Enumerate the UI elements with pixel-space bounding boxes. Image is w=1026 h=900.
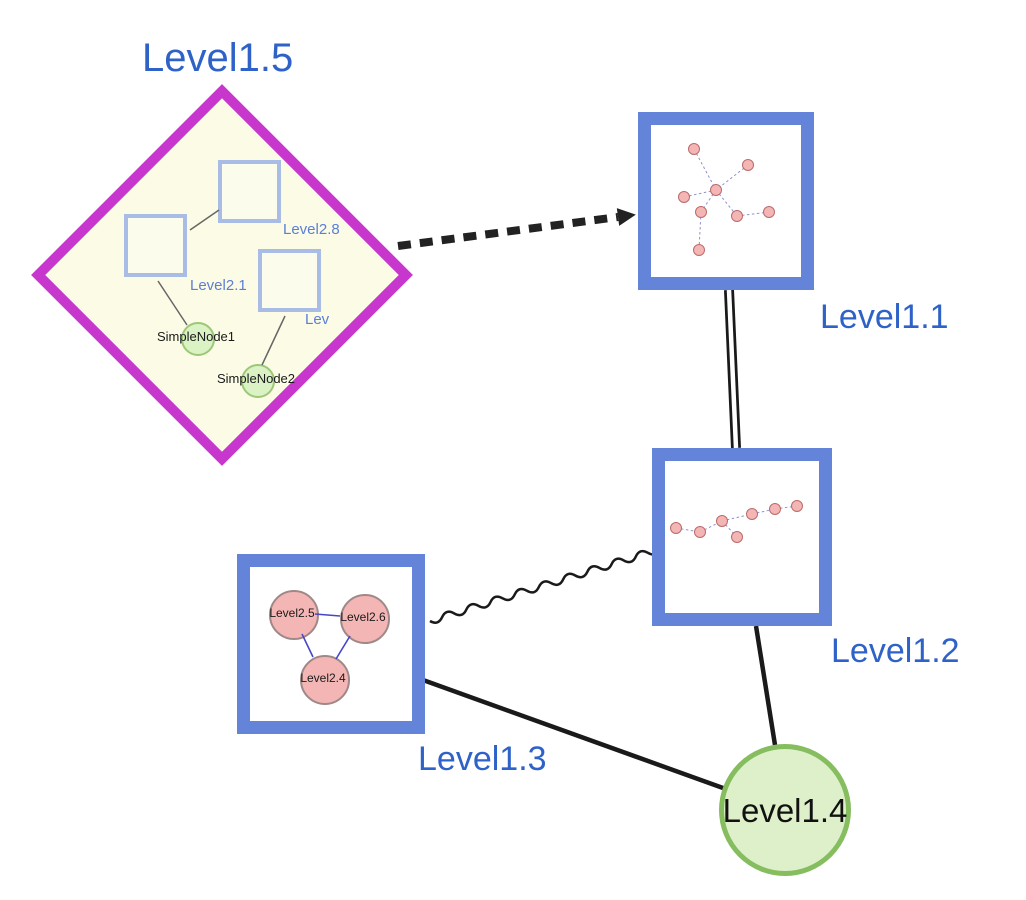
inner-label-level2-5: Level2.5: [269, 606, 315, 620]
inner-node-level2-4[interactable]: [300, 655, 350, 705]
group-node-level1-3[interactable]: [237, 554, 425, 734]
group-label-level1-1: Level1.1: [820, 298, 949, 336]
inner-node-simplenode2[interactable]: [241, 364, 275, 398]
inner-label-level2-1: Level2.1: [190, 277, 247, 294]
inner-node-simplenode1[interactable]: [181, 322, 215, 356]
inner-node-level2-1[interactable]: [124, 214, 187, 277]
node-label-level1-4: Level1.4: [722, 792, 848, 829]
edge-level1-1-to-level1-2-gap: [726, 289, 739, 449]
inner-node-level2-8[interactable]: [218, 160, 281, 223]
edge-level1-5-to-level1-1-arrowhead: [616, 208, 636, 226]
inner-label-level2-4: Level2.4: [300, 671, 346, 685]
group-label-level1-5: Level1.5: [142, 36, 294, 80]
edge-level1-3-to-level1-4[interactable]: [422, 677, 724, 791]
inner-label-level2-6: Level2.6: [340, 610, 386, 624]
inner-label-simplenode1: SimpleNode1: [156, 329, 236, 344]
edge-level1-2-to-level1-4[interactable]: [753, 625, 778, 746]
node-level1-4[interactable]: [719, 744, 851, 876]
group-label-level1-3: Level1.3: [418, 740, 547, 778]
group-node-level1-1[interactable]: [638, 112, 814, 290]
inner-label-level2-trunc: Lev: [305, 311, 330, 328]
edge-level1-3-to-level1-2[interactable]: [429, 548, 662, 624]
inner-label-level2-8: Level2.8: [283, 221, 340, 238]
edge-level1-5-to-level1-1[interactable]: [397, 213, 619, 250]
inner-label-simplenode2: SimpleNode2: [216, 371, 296, 386]
group-node-level1-2[interactable]: [652, 448, 832, 626]
inner-node-level2-trunc[interactable]: [258, 249, 321, 312]
group-label-level1-2: Level1.2: [831, 632, 960, 670]
